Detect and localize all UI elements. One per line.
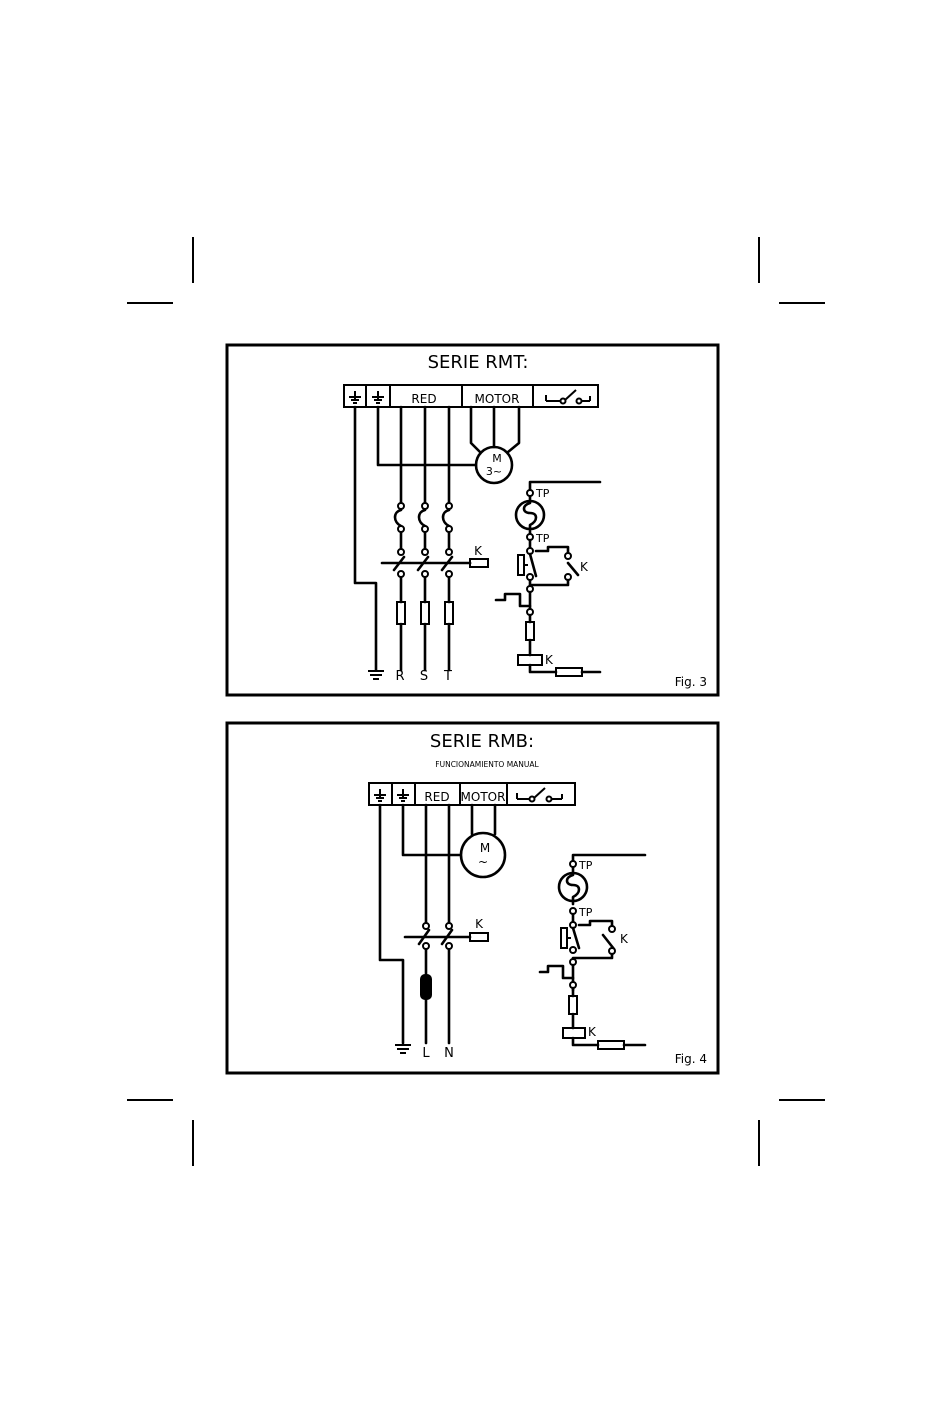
earth-wiring — [355, 407, 476, 670]
phase-lines — [382, 407, 470, 670]
supply-label-t: T — [443, 669, 452, 684]
control-circuit: TP TP K K — [496, 482, 600, 676]
earth-terminal-icon — [372, 391, 384, 403]
control-circuit: TP TP K K — [540, 855, 645, 1049]
figure-4-rmb: SERIE RMB: FUNCIONAMIENTO MANUAL RED MOT… — [227, 723, 718, 1073]
thermal-protector-label: TP — [578, 859, 593, 872]
motor-phase-label: ~ — [478, 855, 488, 869]
crop-marks — [127, 237, 825, 1166]
phase-lines — [405, 805, 470, 1043]
contactor-actuator: K — [470, 917, 488, 941]
coil-label: K — [545, 653, 554, 667]
motor-label: M — [492, 452, 502, 465]
earth-terminal-icon — [374, 789, 386, 801]
switch-contact-icon — [517, 788, 562, 802]
thermal-protector-label-2: TP — [578, 906, 593, 919]
terminal-red-label: RED — [411, 392, 436, 406]
figure-frame — [227, 723, 718, 1073]
supply-label-s: S — [420, 669, 428, 684]
figure-frame — [227, 345, 718, 695]
contactor-label: K — [475, 917, 484, 931]
figure-title: SERIE RMT: — [428, 352, 529, 373]
supply-label-r: R — [395, 669, 404, 684]
motor-phase-label: 3~ — [486, 465, 502, 478]
fuse-symbols — [397, 602, 453, 624]
supply-label-l: L — [422, 1046, 430, 1061]
coil-label: K — [588, 1025, 597, 1039]
fuse-symbols — [421, 975, 431, 999]
aux-contact-label: K — [620, 932, 629, 946]
terminal-red-label: RED — [424, 790, 449, 804]
terminal-motor-label: MOTOR — [475, 392, 520, 406]
figure-caption: Fig. 4 — [675, 1052, 707, 1066]
contactor-actuator: K — [470, 544, 488, 567]
motor-symbol: M ~ — [461, 805, 505, 877]
earth-icon — [368, 671, 384, 679]
terminal-block: RED MOTOR — [344, 385, 598, 407]
earth-terminal-icon — [349, 391, 361, 403]
contactor-label: K — [474, 544, 483, 558]
earth-icon — [395, 1045, 411, 1053]
terminal-motor-label: MOTOR — [461, 790, 506, 804]
aux-contact-label: K — [580, 560, 589, 574]
thermal-protector-label: TP — [535, 487, 550, 500]
switch-contact-icon — [546, 390, 590, 404]
motor-label: M — [480, 841, 490, 855]
figure-title: SERIE RMB: — [430, 731, 534, 752]
terminal-block: RED MOTOR — [369, 783, 575, 805]
earth-terminal-icon — [397, 789, 409, 801]
supply-label-n: N — [444, 1046, 454, 1061]
figure-subtitle: FUNCIONAMIENTO MANUAL — [435, 760, 539, 769]
thermal-protector-label-2: TP — [535, 532, 550, 545]
figure-caption: Fig. 3 — [675, 675, 707, 689]
figure-3-rmt: SERIE RMT: RED MOTOR — [227, 345, 718, 695]
motor-symbol: M 3~ — [471, 407, 519, 483]
